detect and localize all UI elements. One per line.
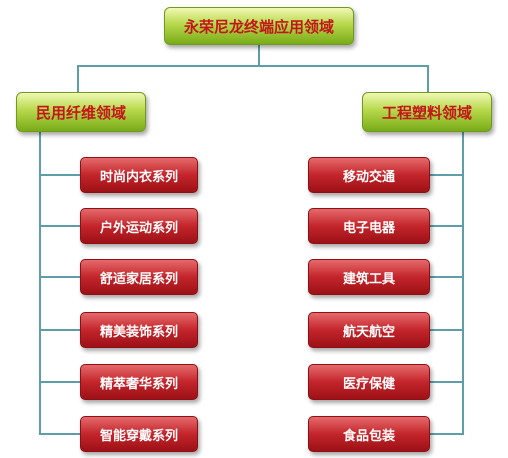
- right-item-6: 食品包装: [308, 416, 430, 452]
- left-item-2: 户外运动系列: [80, 208, 198, 244]
- right-item-4: 航天航空: [308, 312, 430, 348]
- left-item-5: 精萃奢华系列: [80, 364, 198, 400]
- root-node: 永荣尼龙终端应用领域: [164, 7, 354, 45]
- left-item-1: 时尚内衣系列: [80, 157, 198, 193]
- right-item-5: 医疗保健: [308, 364, 430, 400]
- right-item-3: 建筑工具: [308, 259, 430, 295]
- right-item-1: 移动交通: [308, 157, 430, 193]
- right-branch-node: 工程塑料领域: [362, 92, 492, 132]
- left-branch-node: 民用纤维领域: [16, 92, 146, 132]
- right-item-2: 电子电器: [308, 208, 430, 244]
- left-item-3: 舒适家居系列: [80, 259, 198, 295]
- left-item-4: 精美装饰系列: [80, 312, 198, 348]
- left-item-6: 智能穿戴系列: [80, 416, 198, 452]
